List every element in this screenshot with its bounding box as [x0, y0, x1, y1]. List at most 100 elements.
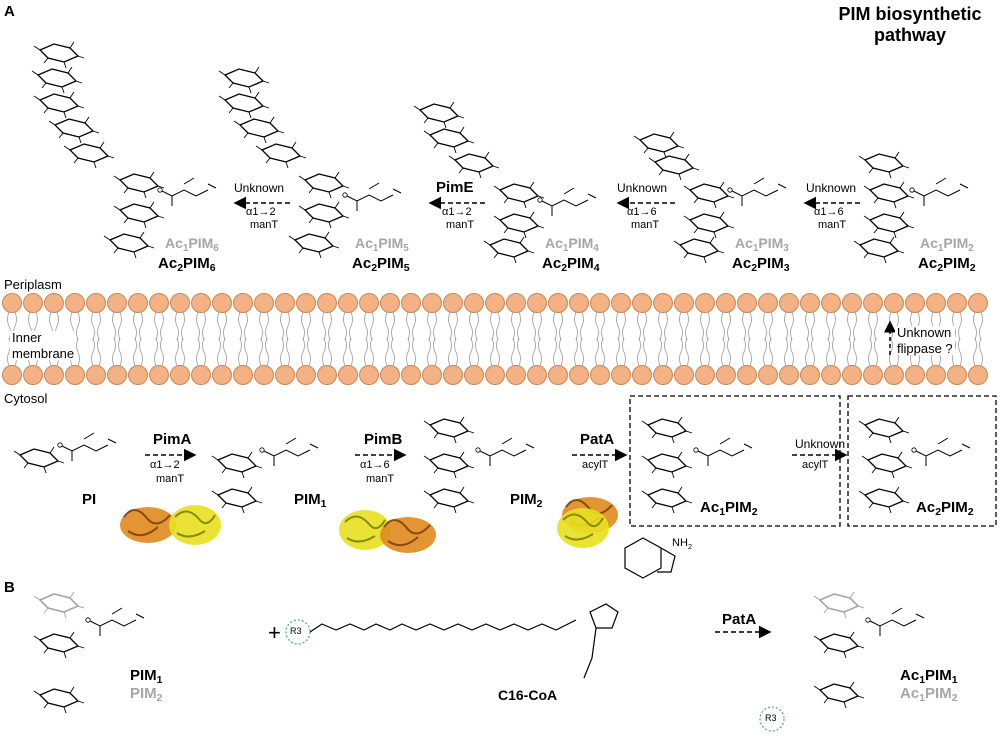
- lipid-head: [905, 365, 925, 385]
- pimb-protein-structure: [338, 509, 437, 554]
- nh2-label: NH2: [672, 537, 693, 551]
- pim6-structure: [31, 41, 217, 259]
- pata-type: acylT: [582, 459, 609, 471]
- lipid-head: [716, 293, 736, 313]
- periplasm-label: Periplasm: [4, 277, 62, 292]
- pima-linkage: α1→2: [150, 459, 180, 471]
- lipid-head: [44, 365, 64, 385]
- pata-b-label: PatA: [722, 611, 757, 628]
- lipid-head: [401, 293, 421, 313]
- unknown-acylt-label: Unknown: [795, 437, 846, 451]
- lipid-head: [506, 293, 526, 313]
- ac1pim4-label: Ac1PIM4: [545, 235, 599, 254]
- lipid-head: [254, 365, 274, 385]
- b-product-ac1pim1: Ac1PIM1: [900, 667, 958, 686]
- step2-type: manT: [446, 219, 475, 231]
- step2-linkage: α1→2: [442, 206, 472, 218]
- lipid-head: [611, 293, 631, 313]
- lipid-head: [212, 293, 232, 313]
- pata-protein-structure: [556, 496, 619, 549]
- lipid-head: [695, 293, 715, 313]
- lipid-head: [107, 365, 127, 385]
- lipid-head: [800, 293, 820, 313]
- lipid-head: [632, 293, 652, 313]
- b-product-ac1pim2: Ac1PIM2: [900, 685, 958, 704]
- lipid-head: [44, 293, 64, 313]
- step2-enzyme: PimE: [436, 179, 474, 196]
- c16-coa-structure: [285, 537, 676, 679]
- ac1pim6-label: Ac1PIM6: [165, 235, 219, 254]
- lipid-head: [296, 365, 316, 385]
- step3-linkage: α1→6: [627, 206, 657, 218]
- ac2pim6-label: Ac2PIM6: [158, 255, 216, 274]
- lipid-head: [443, 365, 463, 385]
- pimb-label: PimB: [364, 431, 403, 448]
- ac2pim2-label: Ac2PIM2: [916, 499, 974, 518]
- lipid-head: [863, 293, 883, 313]
- step1-enzyme: Unknown: [234, 181, 285, 195]
- lipid-head: [23, 365, 43, 385]
- c16-coa-label: C16-CoA: [498, 687, 558, 703]
- lipid-head: [170, 293, 190, 313]
- panel-label-a: A: [4, 3, 15, 20]
- lipid-head: [401, 365, 421, 385]
- lipid-head: [674, 293, 694, 313]
- lipid-head: [590, 293, 610, 313]
- ac2pim4-label: Ac2PIM4: [542, 255, 600, 274]
- ac1pim1-b-structure: [759, 591, 925, 732]
- lipid-head: [296, 293, 316, 313]
- lipid-head: [275, 365, 295, 385]
- lipid-head: [884, 293, 904, 313]
- lipid-head: [947, 293, 967, 313]
- step3-type: manT: [631, 219, 660, 231]
- lipid-head: [359, 293, 379, 313]
- lipid-head: [842, 293, 862, 313]
- ac2pim3-label: Ac2PIM3: [732, 255, 790, 274]
- ac1pim5-label: Ac1PIM5: [355, 235, 409, 254]
- inner-membrane-label: Inner membrane: [10, 331, 77, 360]
- lipid-head: [569, 365, 589, 385]
- lipid-head: [380, 365, 400, 385]
- lipid-head: [779, 365, 799, 385]
- step3-enzyme: Unknown: [617, 181, 668, 195]
- pim2-label: PIM2: [510, 491, 543, 510]
- lipid-head: [233, 293, 253, 313]
- lipid-head: [2, 365, 22, 385]
- pim1-b-structure: [33, 591, 145, 714]
- lipid-head: [905, 293, 925, 313]
- lipid-head: [758, 293, 778, 313]
- lipid-head: [737, 365, 757, 385]
- r3-label: R3: [290, 626, 302, 636]
- r3-product-label: R3: [765, 713, 777, 723]
- lipid-head: [842, 365, 862, 385]
- lipid-head: [800, 365, 820, 385]
- lipid-head: [380, 293, 400, 313]
- ac1pim2-label: Ac1PIM2: [700, 499, 758, 518]
- lipid-head: [464, 365, 484, 385]
- flippase-label: Unknown flippase ?: [895, 326, 955, 355]
- lipid-head: [86, 365, 106, 385]
- lipid-head: [863, 365, 883, 385]
- pimb-linkage: α1→6: [360, 459, 390, 471]
- lipid-head: [779, 293, 799, 313]
- lipid-head: [695, 365, 715, 385]
- lipid-head: [485, 365, 505, 385]
- lipid-head: [968, 293, 988, 313]
- lipid-head: [548, 365, 568, 385]
- lipid-head: [674, 365, 694, 385]
- pim5-structure: [218, 66, 402, 259]
- lipid-head: [149, 365, 169, 385]
- step4-enzyme: Unknown: [806, 181, 857, 195]
- lipid-head: [170, 365, 190, 385]
- lipid-head: [716, 365, 736, 385]
- lipid-head: [611, 365, 631, 385]
- lipid-head: [653, 293, 673, 313]
- ac2pim2-periplasm-label: Ac2PIM2: [918, 255, 976, 274]
- lipid-head: [422, 293, 442, 313]
- lipid-head: [632, 365, 652, 385]
- ac2pim5-label: Ac2PIM5: [352, 255, 410, 274]
- lipid-head: [191, 365, 211, 385]
- pi-structure: [13, 432, 117, 474]
- ac1pim3-label: Ac1PIM3: [735, 235, 789, 254]
